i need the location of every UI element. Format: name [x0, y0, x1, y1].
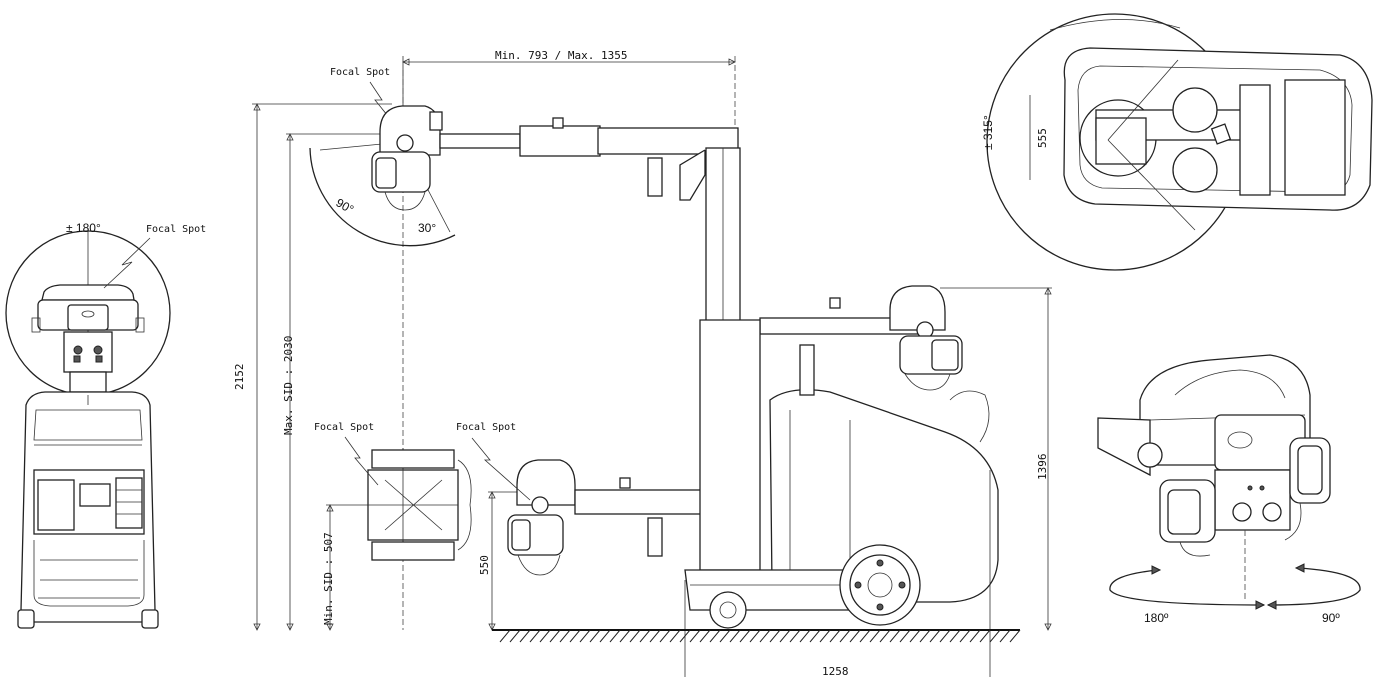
detector-panel — [367, 448, 472, 561]
lower-tube-head — [507, 459, 706, 576]
rotation-arrow-right — [1267, 567, 1361, 606]
min-sid-dimension: Min. SID : 507 — [322, 532, 335, 625]
upper-tube-head — [371, 105, 443, 211]
front-caster — [709, 591, 747, 629]
parked-tube-head — [759, 285, 963, 391]
tilt-arc — [309, 147, 456, 247]
front-rotation-label: ± 180° — [66, 221, 101, 235]
top-focal-spot-label: Focal Spot — [330, 67, 390, 78]
rear-wheel — [839, 544, 921, 626]
total-height-dimension: 2152 — [233, 364, 246, 391]
rotation-arrow-left — [1109, 569, 1265, 606]
upper-arm — [439, 117, 739, 201]
base-length-dimension: 1258 — [822, 665, 849, 677]
top-width-dimension: 555 — [1036, 128, 1049, 148]
low-focal-spot-label-1: Focal Spot — [314, 422, 374, 433]
front-focal-spot-label: Focal Spot — [146, 224, 206, 235]
tilt-30-label: 30° — [418, 221, 436, 235]
side-view: Min. 793 / Max. 1355 2152 Max. SID : 203… — [233, 49, 1052, 677]
low-focal-spot-label-2: Focal Spot — [456, 422, 516, 433]
arm-reach-dimension: Min. 793 / Max. 1355 — [495, 49, 627, 62]
rotation-90-label: 90º — [1322, 611, 1340, 625]
front-view: ± 180° Focal Spot — [5, 221, 206, 629]
rotation-180-label: 180º — [1144, 611, 1169, 625]
column-height-dimension: 1396 — [1036, 454, 1049, 481]
top-rotation-label: ± 315° — [981, 115, 995, 150]
max-sid-dimension: Max. SID : 2030 — [282, 336, 295, 435]
floor-hatch — [499, 629, 1021, 643]
tube-head-perspective: 180º 90º — [1097, 354, 1361, 625]
low-height-dimension: 550 — [478, 555, 491, 575]
top-view: ± 315° 555 — [981, 13, 1373, 271]
